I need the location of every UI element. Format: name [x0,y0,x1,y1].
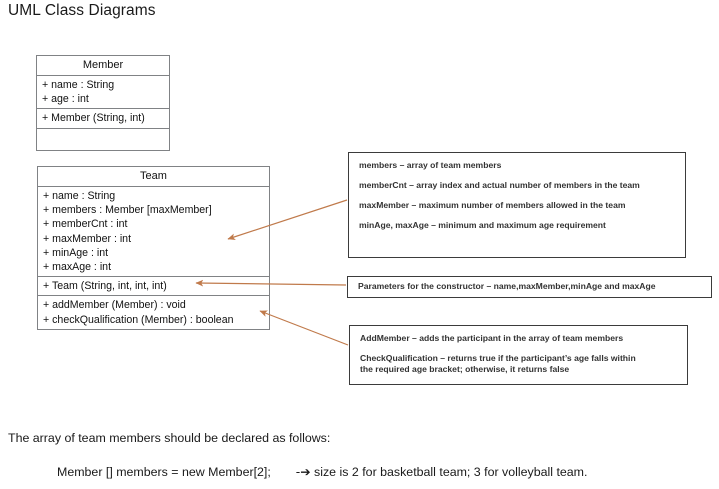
connector-methods-icon [259,310,349,346]
constructor-row: + Member (String, int) [42,112,145,125]
note-line: minAge, maxAge – minimum and maximum age… [359,220,606,230]
attributes-compartment-team: + name : String + members : Member [maxM… [38,187,269,278]
method-row: + addMember (Member) : void [43,299,186,312]
method-row: + checkQualification (Member) : boolean [43,313,234,326]
methods-compartment-team: + addMember (Member) : void + checkQuali… [38,296,269,328]
page-title: UML Class Diagrams [8,2,156,19]
attributes-compartment-member: + name : String + age : int [37,76,169,110]
uml-class-member: Member + name : String + age : int + Mem… [36,55,170,151]
attribute-row: + minAge : int [43,246,109,259]
note-line: the required age bracket; otherwise, it … [360,364,570,374]
note-line: memberCnt – array index and actual numbe… [359,180,640,190]
declaration-code-line: Member [] members = new Member[2]; -➔ si… [57,464,587,480]
note-line: CheckQualification – returns true if the… [360,353,636,363]
note-box-attributes: members – array of team members memberCn… [348,152,686,258]
attribute-row: + memberCnt : int [43,218,128,231]
attribute-row: + maxAge : int [43,261,112,274]
attribute-row: + name : String [43,190,116,202]
note-line: maxMember – maximum number of members al… [359,200,626,210]
class-name-member: Member [37,56,169,76]
attribute-row: + members : Member [maxMember] [43,204,212,217]
note-line: members – array of team members [359,160,502,170]
attribute-row: + name : String [42,79,115,91]
declaration-code-note: size is 2 for basketball team; 3 for vol… [314,465,588,479]
constructor-row: + Team (String, int, int, int) [43,280,167,293]
uml-class-team: Team + name : String + members : Member … [37,166,270,330]
note-line: AddMember – adds the participant in the … [360,333,624,343]
note-box-constructor: Parameters for the constructor – name,ma… [347,276,712,298]
declaration-intro-text: The array of team members should be decl… [8,431,331,445]
declaration-code-text: Member [] members = new Member[2]; [57,465,271,479]
right-arrow-icon: -➔ [295,464,311,479]
note-line: Parameters for the constructor – name,ma… [358,281,656,291]
note-box-methods: AddMember – adds the participant in the … [349,325,688,385]
constructor-compartment-member: + Member (String, int) [37,109,169,129]
class-name-team: Team [38,167,269,187]
attribute-row: + maxMember : int [43,232,132,245]
methods-compartment-member [37,129,169,150]
attribute-row: + age : int [42,93,89,106]
constructor-compartment-team: + Team (String, int, int, int) [38,277,269,297]
